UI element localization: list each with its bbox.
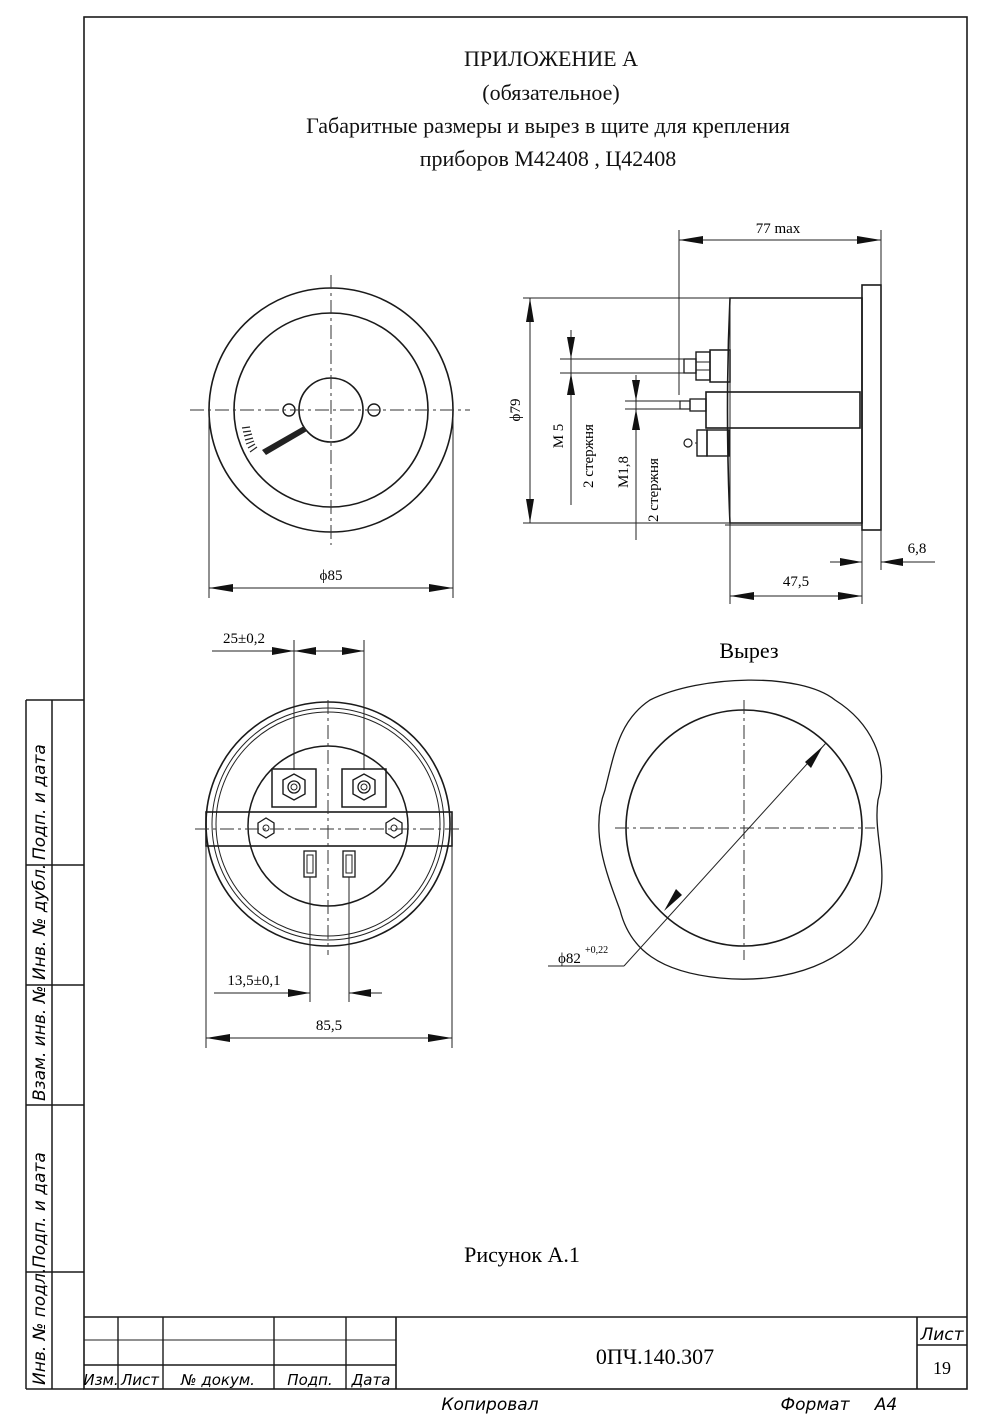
header-line1: ПРИЛОЖЕНИЕ А [464, 46, 638, 71]
figure-caption: Рисунок А.1 [464, 1242, 580, 1267]
col-izm: Изм. [83, 1371, 118, 1389]
front-view: ϕ85 [190, 275, 470, 598]
dim-25: 25±0,2 [223, 631, 265, 647]
stamp-inv-podl: Инв. № подл. [30, 1268, 50, 1385]
dim-phi79: ϕ79 [508, 399, 524, 422]
header-line3: Габаритные размеры и вырез в щите для кр… [306, 113, 790, 138]
side-stamp: Инв. № подл. Подп. и дата Взам. инв. № И… [25, 699, 84, 1390]
title-block: 0ПЧ.140.307 Лист 19 Изм. Лист № докум. П… [83, 1316, 967, 1389]
dim-rods1: 2 стержня [581, 424, 597, 488]
stamp-vzam-inv: Взам. инв. № [30, 986, 50, 1101]
stamp-podp-data-2: Подп. и дата [30, 744, 50, 860]
stamp-podp-data-1: Подп. и дата [30, 1152, 50, 1268]
stamp-inv-dubl: Инв. № дубл. [30, 864, 50, 980]
back-view: 25±0,2 13,5±0,1 85,5 [195, 631, 462, 1048]
col-podp: Подп. [287, 1371, 332, 1389]
cutout-view: Вырез ϕ82 +0,22 [548, 638, 883, 980]
footer-copied: Копировал [441, 1395, 538, 1415]
sheet-frame [83, 16, 968, 1390]
dim-phi85: ϕ85 [320, 568, 343, 584]
col-docum: № докум. [180, 1371, 255, 1389]
dim-77max: 77 max [756, 221, 801, 237]
dim-phi82-tol: +0,22 [585, 945, 608, 956]
dim-68: 6,8 [908, 541, 927, 557]
sheet-number: 19 [933, 1358, 951, 1378]
col-data: Дата [351, 1371, 391, 1389]
dim-475: 47,5 [783, 574, 809, 590]
col-list: Лист [120, 1371, 160, 1389]
footer-format-label: Формат [781, 1395, 851, 1415]
side-view: 77 max ϕ79 М 5 2 стержня М1,8 2 стержня … [508, 221, 935, 604]
sheet-label: Лист [919, 1325, 964, 1345]
dim-rods2: 2 стержня [646, 458, 662, 522]
footer-format-value: А4 [874, 1395, 897, 1415]
footer: Копировал Формат А4 [441, 1395, 897, 1415]
dim-phi82: ϕ82 [558, 951, 581, 967]
dim-135: 13,5±0,1 [227, 973, 280, 989]
header: ПРИЛОЖЕНИЕ А (обязательное) Габаритные р… [306, 46, 790, 171]
dim-m18: М1,8 [616, 456, 632, 488]
dim-855: 85,5 [316, 1018, 342, 1034]
dim-m5: М 5 [551, 424, 567, 449]
doc-number: 0ПЧ.140.307 [596, 1344, 714, 1369]
cutout-title: Вырез [719, 638, 778, 663]
header-line2: (обязательное) [482, 80, 620, 105]
header-line4: приборов М42408 , Ц42408 [420, 146, 677, 171]
